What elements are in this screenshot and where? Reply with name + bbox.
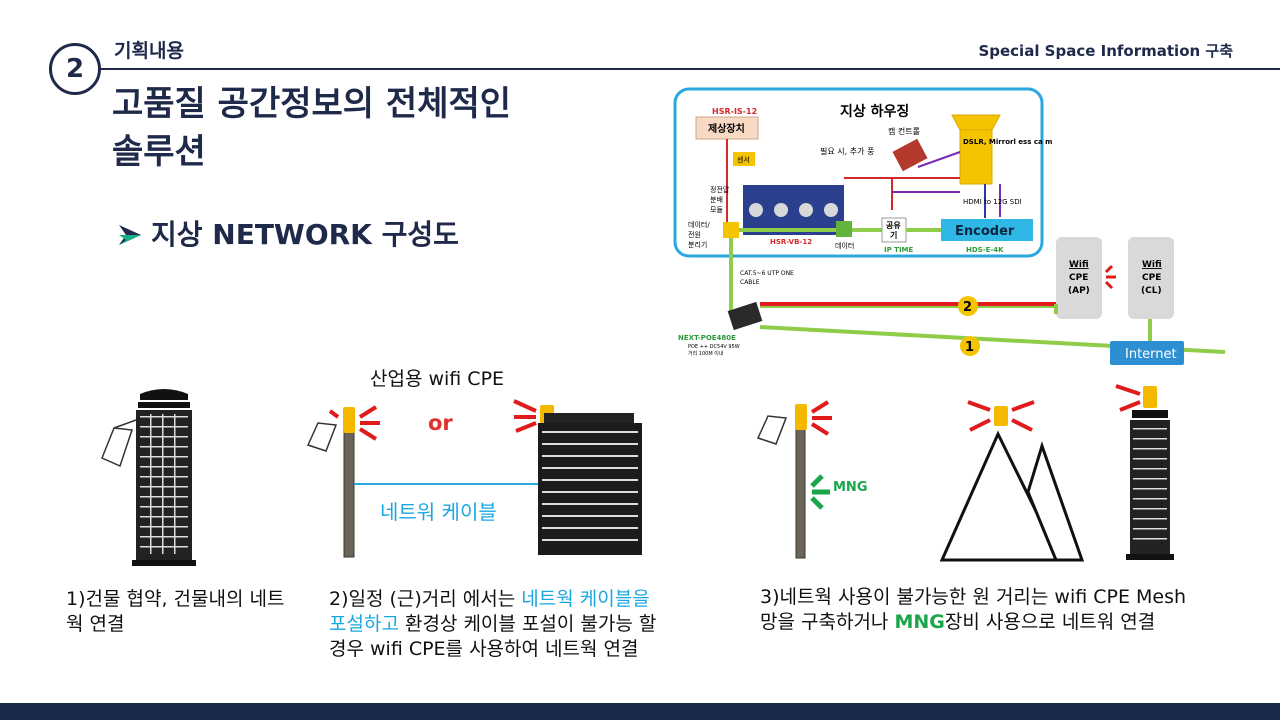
wifi-cl-line-3: (CL) [1141,286,1162,296]
camera-mount-icon [306,422,338,452]
ground-network-diagram: 지상 하우징 HSR-IS-12 제상장치 센서 필요 시, 추가 풍 캠 컨트… [673,87,1226,365]
caption-3: 3)네트웍 사용이 불가능한 원 거리는 wifi CPE Mesh망을 구축하… [760,585,1200,635]
data-box [836,221,852,237]
route-2-marker [958,296,978,316]
or-label: or [428,411,453,435]
poe-label: NEXT-POE480E [678,334,736,342]
route-2-label: 2 [963,300,972,315]
header-rule [100,68,1280,70]
wifi-cpe-antenna-remote [795,404,807,430]
cam-control-label: 캠 컨트롤 [888,126,920,136]
wifi-cpe-cl [1128,237,1174,319]
sensor-label: 센서 [737,155,750,164]
section-label: 기획내용 [114,40,184,62]
footer-bar [0,703,1280,720]
signal-icon-remote [810,400,832,436]
wifi-ap-line-2: CPE [1069,273,1088,283]
scene-remote-mesh [756,384,1174,562]
camera-mount-icon [756,415,788,445]
wifi-cl-line-2: CPE [1142,273,1161,283]
hub-line-1: 공유 [886,221,901,230]
bullet-arrow-icon [119,225,141,245]
camera-label: DSLR, Mirrorl ess ca m [963,138,1052,146]
industrial-cpe-label: 산업용 wifi CPE [370,368,505,390]
ip-time-label: IP TIME [884,246,914,254]
cable-line-2: CABLE [740,279,760,286]
network-cable-label: 네트워 케이블 [380,500,497,524]
cam-controller-board [892,138,928,172]
section-number: 2 [65,54,85,84]
section-number-badge: 2 [49,43,101,95]
caption-3-part-a: 3)네트웍 사용이 불가능한 원 거리는 wifi CPE Mesh망을 구축하… [760,586,1187,633]
encoder-box [941,219,1033,241]
utility-pole [343,424,355,558]
page-title-line-2: 솔루션 [112,132,206,172]
hub-line-2: 기 [890,230,897,240]
camera-mount-icon [101,427,134,468]
sensor-box [733,152,755,166]
scene-building-1 [101,389,196,566]
wifi-ap-line-1: Wifi [1069,260,1089,270]
internet-label: Internet [1125,347,1177,362]
internet-box [1110,341,1184,365]
power-dist-line-1: 정전압 [710,185,730,194]
route-1-label: 1 [965,340,974,355]
hsr-is-label: HSR-IS-12 [712,107,757,116]
optional-label: 필요 시, 추가 풍 [820,146,874,156]
splitter-box [723,222,739,238]
wifi-cpe-antenna-mountain [994,406,1008,426]
poe-injector [727,301,763,331]
page-title: 고품질 공간정보의 전체적인 솔루션 [112,80,672,176]
caption-2-highlight: 네트웍 케이블을 포설하고 [329,588,650,635]
mng-signal-icon [810,474,830,510]
subheading: 지상 NETWORK 구성도 [151,218,459,251]
mountain-2 [1026,441,1085,562]
wifi-ap-line-3: (AP) [1068,286,1090,296]
signal-icon-left [328,405,380,441]
utility-pole-remote [795,419,806,559]
hds-label: HDS-E-4K [966,246,1004,254]
housing-title: 지상 하우징 [840,103,909,120]
slide-topic: Special Space Information 구축 [978,42,1233,60]
encoder-label: Encoder [955,224,1015,239]
wifi-cpe-antenna-tower [1143,386,1157,408]
signal-icon-right [513,399,537,433]
poe-sub-line-1: POE ++ DC54V 95W [688,344,740,350]
caption-3-part-c: 장비 사용으로 네트워 연결 [944,611,1156,633]
poe-sub-line-2: 거리 100M 이내 [688,350,724,357]
hdmi-label: HDMI to 12G SDI [963,198,1022,206]
wifi-cl-line-1: Wifi [1142,260,1162,270]
splitter-line-1: 데이터/ [688,220,710,229]
mng-label: MNG [833,480,868,495]
power-dist-line-3: 모듈 [710,206,723,214]
wifi-cpe-ap [1056,237,1102,319]
stabilizer-label: 제상장치 [708,122,745,135]
office-building [538,423,642,555]
page-title-line-1: 고품질 공간정보의 전체적인 [112,84,512,124]
cable-line-1: CAT.5~6 UTP ONE [740,270,794,277]
caption-2-part-c: 환경상 케이블 포설이 불가능 할 경우 wifi CPE를 사용하여 네트웍 … [329,613,657,660]
splitter-line-2: 전원 [688,230,701,239]
caption-1: 1)건물 협약, 건물내의 네트웍 연결 [66,588,285,635]
wireless-signal-icon [1104,264,1116,290]
hsr-vb-label: HSR-VB-12 [770,238,812,246]
caption-2: 2)일정 (근)거리 에서는 네트웍 케이블을 포설하고 환경상 케이블 포설이… [329,587,659,662]
power-dist-line-2: 분배 [710,195,723,204]
hub-box [881,217,907,243]
signal-icon-tower [1115,384,1141,412]
signal-icon-mountain [967,400,1035,432]
splitter-line-3: 분리기 [688,240,707,249]
caption-2-part-a: 2)일정 (근)거리 에서는 [329,588,522,610]
camera-box [959,129,993,185]
caption-3-highlight: MNG [894,611,945,633]
wifi-cpe-antenna-left [343,407,355,433]
data-label: 데이터 [835,241,854,250]
route-1-marker [960,336,980,356]
scene-pole-and-building [306,399,642,558]
